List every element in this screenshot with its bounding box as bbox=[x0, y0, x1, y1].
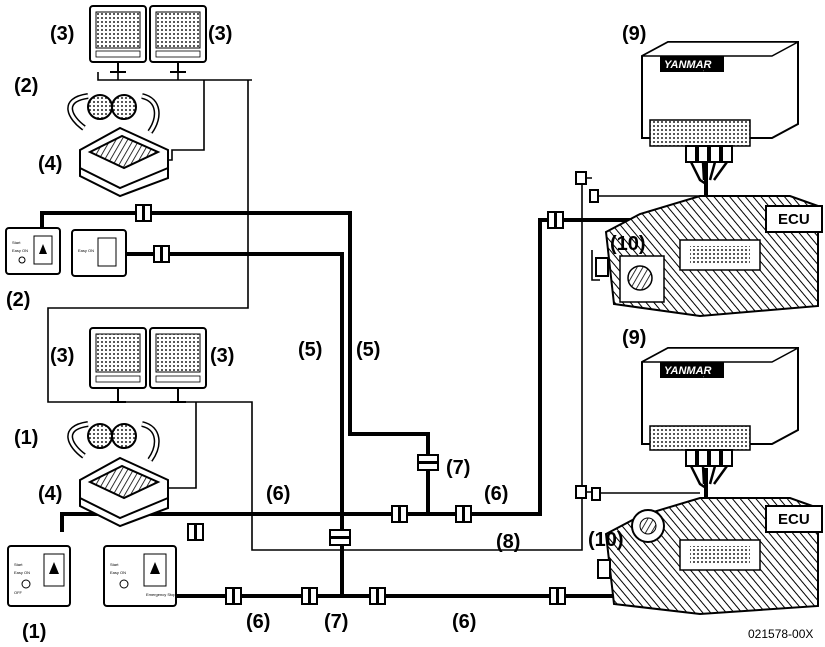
ecu-unit: YANMAR marine bbox=[641, 41, 799, 186]
callout-7: (7) bbox=[324, 611, 348, 633]
callout-3: (3) bbox=[50, 23, 74, 45]
easy-on-label: Easy ON bbox=[12, 248, 28, 253]
switch-panel: Start Easy ON bbox=[5, 227, 61, 275]
callout-1: (1) bbox=[14, 427, 38, 449]
brand-name: YANMAR bbox=[664, 59, 712, 71]
start-label: Start bbox=[14, 562, 23, 567]
callout-7: (7) bbox=[446, 457, 470, 479]
callout-5: (5) bbox=[298, 339, 322, 361]
switch-panel: Start Easy ON OFF bbox=[7, 545, 71, 607]
start-label: Start bbox=[12, 240, 21, 245]
display-unit bbox=[149, 327, 207, 389]
reference-code: 021578-00X bbox=[748, 627, 813, 641]
callout-8: (8) bbox=[496, 531, 520, 553]
brand-sub: marine bbox=[690, 377, 712, 384]
brand-name: YANMAR bbox=[664, 365, 712, 377]
switch-panel: Easy ON bbox=[71, 229, 127, 277]
callout-9: (9) bbox=[622, 327, 646, 349]
start-label: Start bbox=[110, 562, 119, 567]
callout-6: (6) bbox=[452, 611, 476, 633]
callout-9: (9) bbox=[622, 23, 646, 45]
callout-3: (3) bbox=[50, 345, 74, 367]
callout-4: (4) bbox=[38, 153, 62, 175]
display-units bbox=[89, 5, 207, 403]
callout-6: (6) bbox=[266, 483, 290, 505]
callout-labels: (3) (3) (2) (4) (2) (3) (3) (1) (4) (1) … bbox=[6, 23, 646, 643]
display-unit bbox=[89, 327, 147, 389]
connectors bbox=[135, 204, 566, 605]
easy-on-label: Easy ON bbox=[78, 248, 94, 253]
callout-1: (1) bbox=[22, 621, 46, 643]
off-label: OFF bbox=[14, 590, 23, 595]
emergency-label: Emergency Stop bbox=[146, 592, 176, 597]
ecu-unit: YANMAR marine bbox=[641, 347, 799, 490]
callout-10: (10) bbox=[610, 233, 646, 255]
callout-5: (5) bbox=[356, 339, 380, 361]
ecu-label: ECU bbox=[778, 511, 810, 528]
engine: ECU bbox=[597, 497, 823, 616]
callout-3: (3) bbox=[208, 23, 232, 45]
display-unit bbox=[149, 5, 207, 63]
callout-6: (6) bbox=[246, 611, 270, 633]
brand-sub: marine bbox=[690, 71, 712, 78]
callout-6: (6) bbox=[484, 483, 508, 505]
ecu-label: ECU bbox=[778, 211, 810, 228]
callout-2: (2) bbox=[14, 75, 38, 97]
callout-3: (3) bbox=[210, 345, 234, 367]
callout-2: (2) bbox=[6, 289, 30, 311]
display-unit bbox=[89, 5, 147, 63]
sensor-tees bbox=[575, 171, 601, 501]
remote-control bbox=[67, 93, 169, 198]
easy-on-label: Easy ON bbox=[110, 570, 126, 575]
callout-4: (4) bbox=[38, 483, 62, 505]
remote-control bbox=[67, 421, 169, 528]
callout-10: (10) bbox=[588, 529, 624, 551]
engine: ECU bbox=[595, 195, 823, 318]
easy-on-label: Easy ON bbox=[14, 570, 30, 575]
switch-panel: Start Easy ON Emergency Stop bbox=[103, 545, 177, 607]
